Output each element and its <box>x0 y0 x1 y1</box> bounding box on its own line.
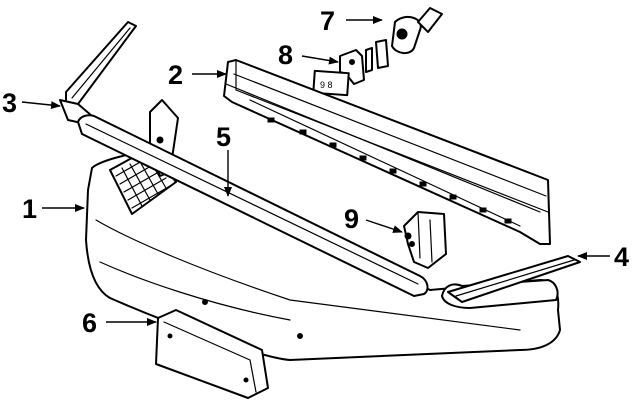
reinforcement-slots <box>267 117 512 224</box>
leader-8 <box>301 55 339 65</box>
plate-text: 9 8 <box>320 80 333 90</box>
part-9-bracket <box>403 211 447 269</box>
leader-3 <box>21 101 61 110</box>
callout-2: 2 <box>168 60 183 90</box>
leader-lines <box>21 16 610 326</box>
callout-8: 8 <box>278 40 293 70</box>
part-6-license-bracket <box>155 309 269 399</box>
part-7-bracket <box>375 7 443 69</box>
part-4-right-trim <box>447 255 581 303</box>
grille-mesh <box>115 153 171 209</box>
part-5-retainer-strip <box>77 114 429 297</box>
callout-5: 5 <box>216 122 231 152</box>
callout-6: 6 <box>82 308 97 338</box>
callout-9: 9 <box>344 204 359 234</box>
part-2-reinforcement <box>223 59 551 245</box>
part-8-bracket: 9 8 <box>312 47 373 97</box>
part-1-bumper-cover <box>85 99 561 361</box>
leader-9 <box>365 219 403 233</box>
callout-labels: 1 2 3 4 5 6 7 8 9 <box>2 6 629 338</box>
callout-3: 3 <box>2 88 17 118</box>
callout-1: 1 <box>22 194 37 224</box>
part-3-left-trim <box>59 21 137 125</box>
callout-4: 4 <box>614 242 629 272</box>
callout-7: 7 <box>320 6 335 36</box>
